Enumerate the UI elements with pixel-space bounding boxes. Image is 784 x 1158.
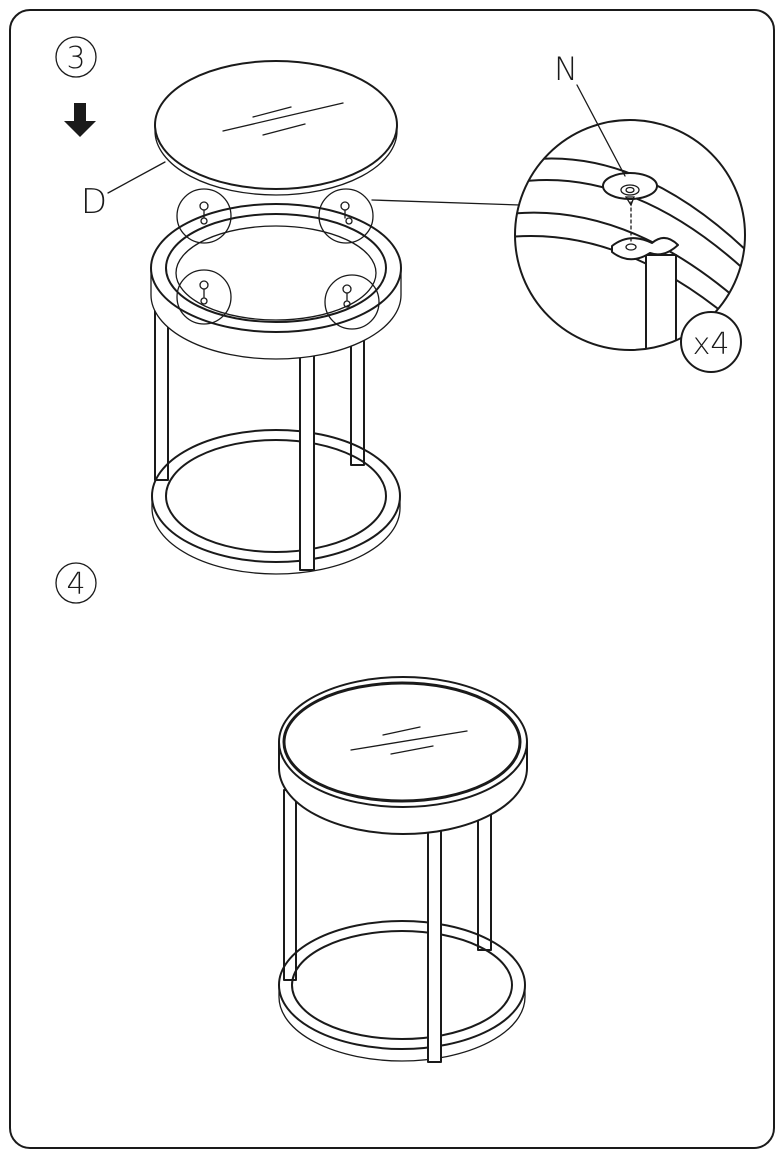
page-frame <box>9 9 775 1149</box>
step-4-number-circle <box>55 562 97 604</box>
detail-view: N x4 <box>514 50 746 373</box>
part-d-leader <box>107 161 166 194</box>
step-3-number: 3 <box>66 41 85 76</box>
detail-connector <box>371 199 521 206</box>
part-n-label: N <box>554 50 578 88</box>
part-n-leader <box>576 84 626 177</box>
frame-bottom-ring <box>151 429 401 575</box>
part-d-label: D <box>81 182 107 222</box>
step-3: 3 D <box>55 36 746 575</box>
arrow-down-icon <box>64 103 96 137</box>
assembled-bottom-ring <box>278 920 526 1062</box>
frame-top-ring <box>150 203 402 360</box>
screw-washer-n <box>602 172 658 200</box>
step-3-number-circle <box>55 36 97 78</box>
quantity-label: x4 <box>693 327 730 362</box>
tabletop-d <box>154 60 398 196</box>
step-4-number: 4 <box>66 567 85 602</box>
step-4: 4 <box>55 562 528 1063</box>
bracket-highlights <box>176 188 380 330</box>
quantity-badge <box>680 311 742 373</box>
assembled-front-leg <box>427 821 442 1063</box>
frame-front-leg <box>299 329 315 571</box>
assembled-top <box>278 676 528 835</box>
